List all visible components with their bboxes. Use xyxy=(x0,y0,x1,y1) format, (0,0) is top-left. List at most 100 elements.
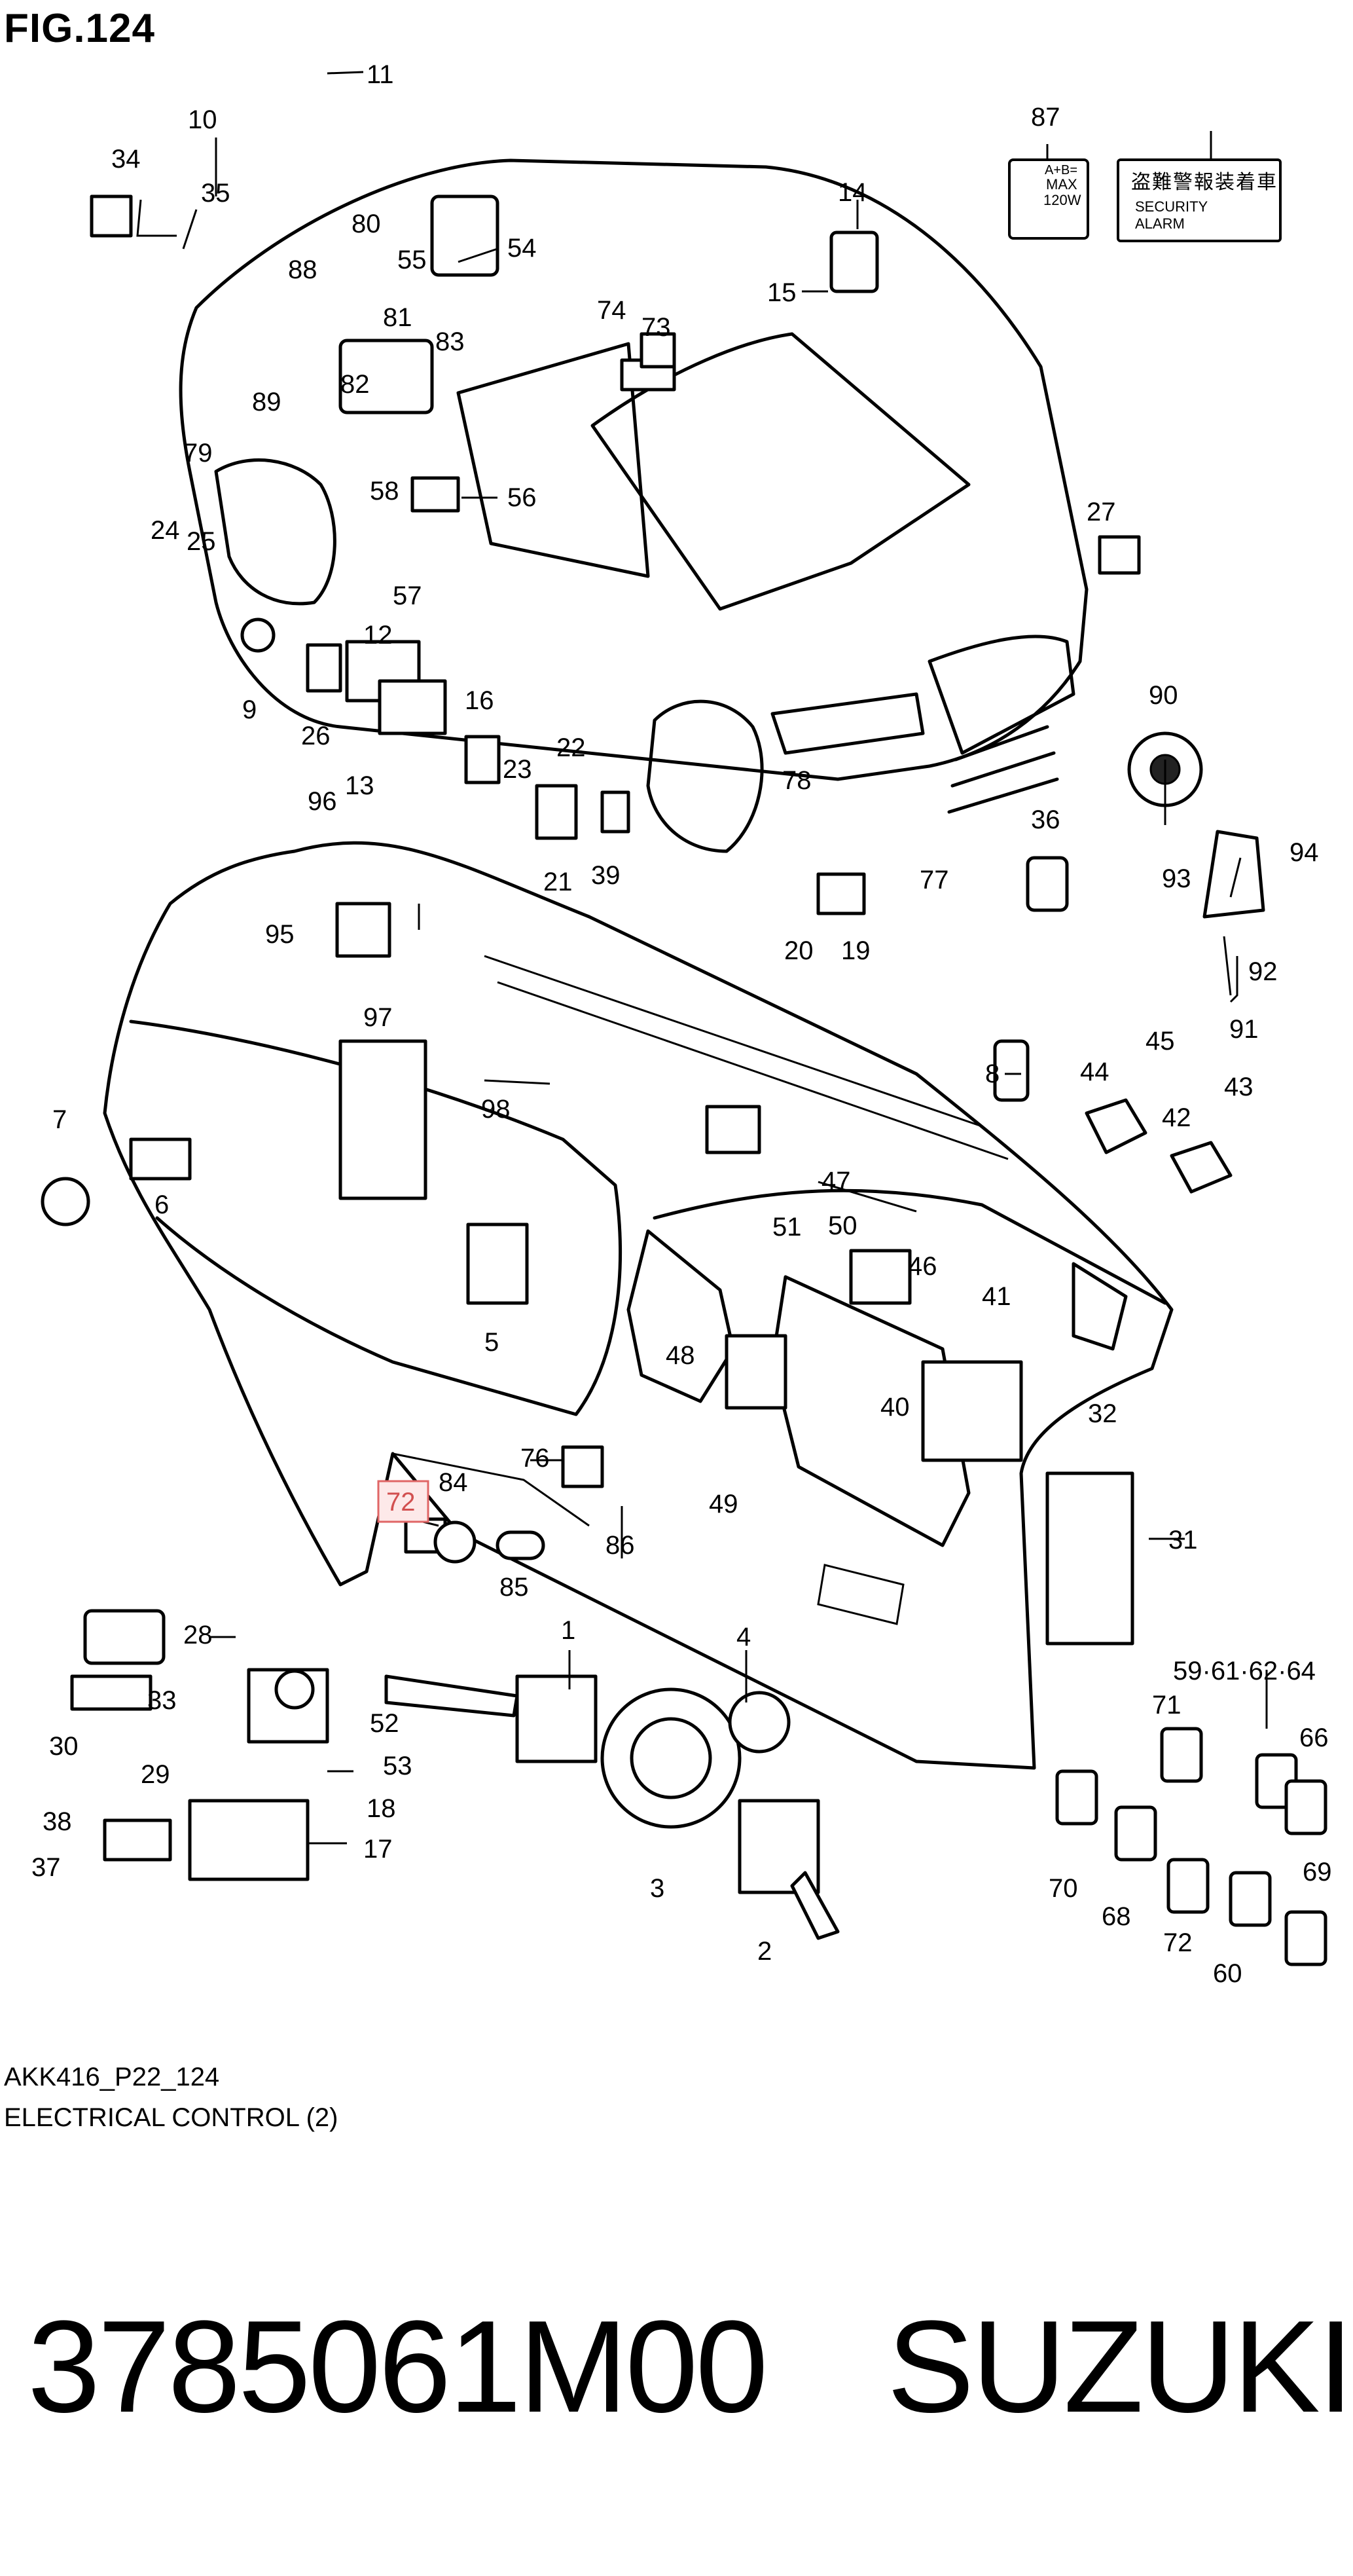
label-84-sticker: A+B= MAX 120W xyxy=(1008,158,1089,240)
highlighted-callout-72[interactable]: 72 xyxy=(377,1480,429,1523)
callout-17: 17 xyxy=(363,1835,393,1864)
callout-72: 72 xyxy=(386,1488,416,1517)
callout-7: 7 xyxy=(52,1105,67,1134)
callout-1: 1 xyxy=(561,1616,575,1645)
callout-46: 46 xyxy=(908,1252,937,1281)
callout-20: 20 xyxy=(784,936,814,965)
callout-16: 16 xyxy=(465,686,494,715)
callout-18: 18 xyxy=(367,1794,396,1823)
callout-30: 30 xyxy=(49,1732,79,1761)
callout-2: 2 xyxy=(757,1937,772,1966)
diagram-name: ELECTRICAL CONTROL (2) xyxy=(4,2103,338,2132)
callout-58: 58 xyxy=(370,477,399,506)
callout-89: 92 xyxy=(1248,957,1278,986)
callout-68: 71 xyxy=(1152,1691,1182,1720)
callout-8: 8 xyxy=(985,1059,1000,1088)
callout-52: 52 xyxy=(370,1709,399,1738)
callout-6: 6 xyxy=(154,1190,169,1219)
callout-50: 50 xyxy=(828,1211,857,1240)
callout-86: 89 xyxy=(252,388,281,416)
sticker-98-line-1: SECURITY xyxy=(1135,198,1208,215)
callout-78: 81 xyxy=(383,303,412,332)
callout-35: 35 xyxy=(201,179,230,208)
callout-36: 36 xyxy=(1031,805,1060,834)
callout-57: 57 xyxy=(393,581,422,610)
callout-41: 41 xyxy=(982,1282,1011,1311)
sticker-98-line-2: ALARM xyxy=(1135,215,1185,232)
callout-66: 69 xyxy=(1303,1858,1332,1886)
callout-29: 29 xyxy=(141,1760,170,1789)
callout-33: 33 xyxy=(147,1686,177,1715)
callout-42: 42 xyxy=(1162,1103,1191,1132)
part-number: 3785061M00 xyxy=(27,2294,768,2440)
security-alarm-sticker: 盗難警報装着車 SECURITY ALARM xyxy=(1117,158,1282,242)
callout-43: 43 xyxy=(1224,1073,1254,1101)
callout-60: 60 xyxy=(1213,1959,1242,1988)
callout-5: 5 xyxy=(484,1328,499,1357)
callout-87: 90 xyxy=(1149,681,1178,710)
callout-67: 70 xyxy=(1049,1874,1078,1903)
car-body-illustration xyxy=(179,158,1089,853)
callout-48: 48 xyxy=(666,1341,695,1370)
diagram-code: AKK416_P22_124 xyxy=(4,2063,220,2091)
callout-28: 28 xyxy=(183,1621,213,1649)
dashboard-illustration xyxy=(103,841,1174,1770)
callout-labels: 11 10 34 35 80 55 54 88 81 83 82 89 79 7… xyxy=(31,60,1332,1988)
callout-12: 12 xyxy=(363,621,393,650)
callout-74: 77 xyxy=(920,866,949,894)
callout-73: 76 xyxy=(520,1444,550,1473)
callout-69: 72 xyxy=(1163,1928,1193,1957)
callout-49: 49 xyxy=(709,1490,738,1518)
callout-10: 10 xyxy=(188,105,217,134)
callout-54: 54 xyxy=(507,234,537,263)
callout-76: 79 xyxy=(183,439,213,468)
callout-27: 27 xyxy=(1087,498,1116,526)
callout-38: 38 xyxy=(43,1807,72,1836)
callout-83: 86 xyxy=(605,1531,635,1560)
callout-56: 56 xyxy=(507,483,537,512)
callout-11: 11 xyxy=(367,60,394,89)
callout-94: 97 xyxy=(363,1003,393,1032)
callout-65: 68 xyxy=(1102,1902,1131,1931)
callout-70: 73 xyxy=(641,313,671,342)
sticker-84-line-1: A+B= xyxy=(1045,163,1078,177)
brand-name: SUZUKI xyxy=(887,2294,1353,2440)
callout-84: 87 xyxy=(1031,103,1060,132)
callout-19: 19 xyxy=(841,936,871,965)
callout-75: 78 xyxy=(782,766,812,795)
callout-32: 32 xyxy=(1088,1399,1117,1428)
callout-63: 66 xyxy=(1299,1723,1329,1752)
callout-26: 26 xyxy=(301,722,331,750)
callout-95: 98 xyxy=(481,1095,511,1124)
callout-15: 15 xyxy=(767,278,797,307)
callout-9: 9 xyxy=(242,695,257,724)
callout-91: 94 xyxy=(1290,838,1319,867)
callout-40: 40 xyxy=(880,1393,910,1422)
callout-13: 13 xyxy=(345,771,374,800)
callout-92: 95 xyxy=(265,920,295,949)
callout-37: 37 xyxy=(31,1853,61,1882)
callout-93: 96 xyxy=(308,787,337,816)
callout-77: 80 xyxy=(352,210,381,238)
callout-45: 45 xyxy=(1146,1027,1175,1056)
figure-title: FIG.124 xyxy=(4,6,155,51)
callout-90: 93 xyxy=(1162,864,1191,893)
callout-85: 88 xyxy=(288,255,317,284)
callout-71: 74 xyxy=(597,296,626,325)
callout-47: 47 xyxy=(821,1167,851,1196)
leader-lines xyxy=(136,71,1268,1845)
callout-59-61-62-64: 59·61·62·64 xyxy=(1173,1657,1316,1685)
callout-53: 53 xyxy=(383,1752,412,1780)
callout-51: 51 xyxy=(772,1213,802,1242)
callout-4: 4 xyxy=(736,1623,751,1651)
sticker-84-line-3: 120W xyxy=(1043,192,1081,208)
parts-diagram: 11 10 34 35 80 55 54 88 81 83 82 89 79 7… xyxy=(31,60,1332,1988)
callout-81: 84 xyxy=(439,1468,468,1497)
callout-82: 85 xyxy=(499,1573,529,1602)
callout-44: 44 xyxy=(1080,1058,1109,1086)
callout-23: 23 xyxy=(503,755,532,784)
callout-25: 25 xyxy=(187,527,216,556)
callout-14: 14 xyxy=(838,178,867,207)
sticker-84-line-2: MAX xyxy=(1046,176,1077,193)
callout-79: 82 xyxy=(340,370,370,399)
